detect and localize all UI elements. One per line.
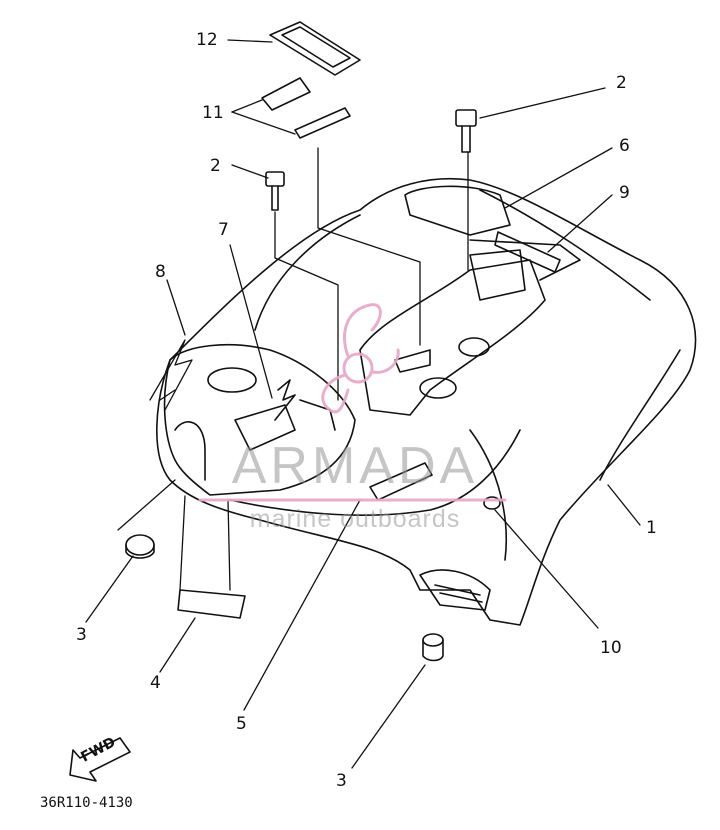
callout-9: 9 bbox=[619, 183, 630, 203]
top-plate-part-6 bbox=[404, 185, 581, 281]
grommet-part-10 bbox=[483, 496, 501, 510]
bolt-part-2-right bbox=[455, 109, 477, 153]
callout-8: 8 bbox=[155, 262, 166, 282]
callout-1: 1 bbox=[646, 518, 657, 538]
drawing-code: 36R110-4130 bbox=[40, 795, 133, 811]
rear-fender-part-1 bbox=[156, 177, 697, 626]
watermark-tagline: marine outboards bbox=[249, 505, 461, 533]
center-console bbox=[359, 249, 546, 416]
callout-6: 6 bbox=[619, 136, 630, 156]
decal-part-9 bbox=[494, 231, 561, 273]
bolt-part-2-left bbox=[265, 171, 285, 211]
damper-part-3-right bbox=[422, 633, 444, 662]
leader-lines bbox=[85, 39, 641, 769]
callout-2-left: 2 bbox=[210, 156, 221, 176]
callout-3-right: 3 bbox=[336, 771, 347, 791]
plate-part-4 bbox=[177, 589, 246, 619]
callout-3-left: 3 bbox=[76, 625, 87, 645]
damper-part-3-left bbox=[125, 534, 155, 559]
fwd-arrow-icon bbox=[69, 737, 131, 782]
callout-10: 10 bbox=[600, 638, 622, 658]
front-tank-cover bbox=[163, 344, 356, 496]
decal-part-5 bbox=[369, 462, 433, 501]
watermark-brand: ARMADA bbox=[231, 437, 479, 495]
callout-11: 11 bbox=[202, 103, 224, 123]
strap-part-12 bbox=[269, 21, 361, 76]
callout-5: 5 bbox=[236, 714, 247, 734]
callout-7: 7 bbox=[218, 220, 229, 240]
rear-step-grill bbox=[419, 569, 491, 611]
armada-logo-icon bbox=[198, 303, 507, 502]
callout-12: 12 bbox=[196, 30, 218, 50]
callout-4: 4 bbox=[150, 673, 161, 693]
collar-part-11 bbox=[261, 77, 351, 139]
decal-part-7 bbox=[234, 379, 296, 451]
callout-2-right: 2 bbox=[616, 73, 627, 93]
